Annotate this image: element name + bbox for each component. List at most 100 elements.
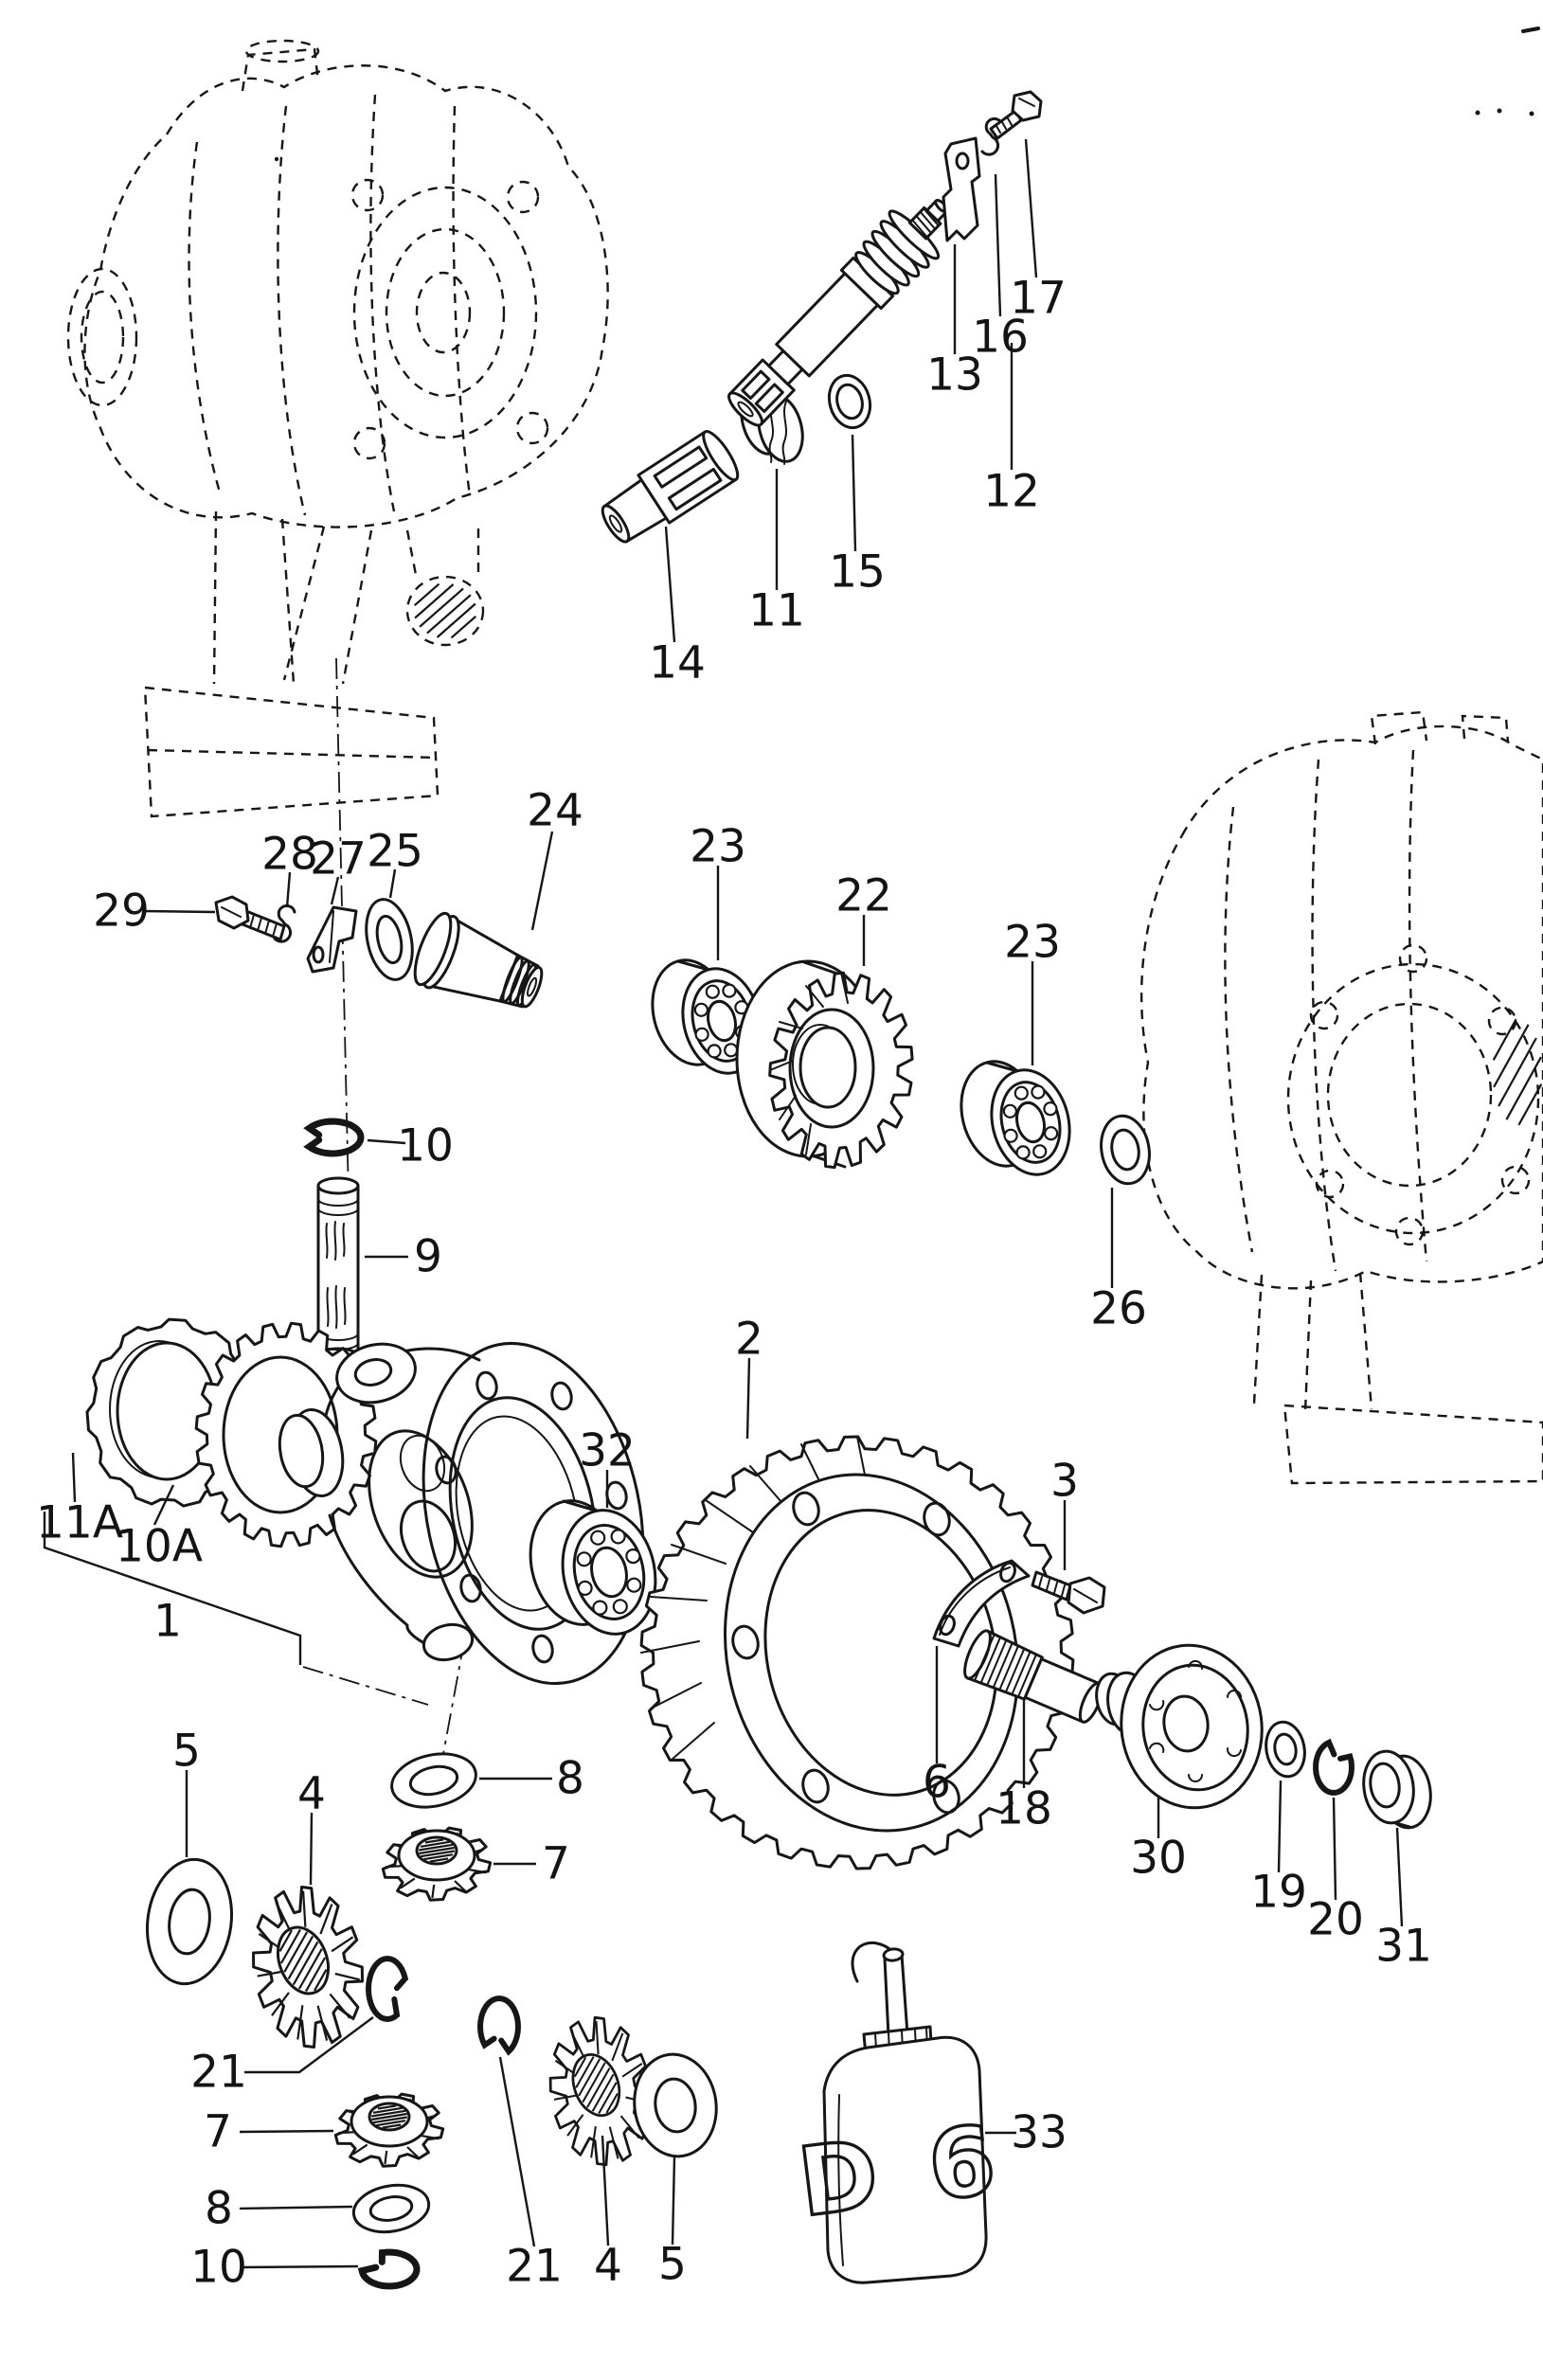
callout-10: 10 [367,1120,454,1172]
callout-3: 3 [1050,1456,1079,1570]
ball [625,1548,641,1565]
part-10-circlip-bottom [357,2248,421,2290]
flute-line [316,2005,329,2041]
callout-label: 25 [367,826,423,878]
hatch-line [419,1846,455,1855]
flute-line [319,1904,333,1935]
callout-15: 15 [829,434,886,599]
callout-label: 24 [527,785,583,837]
flute-line [454,1880,467,1893]
hatch-line [424,1838,444,1844]
ball [626,1577,642,1593]
callout-label: 32 [579,1425,636,1477]
ball [576,1551,592,1567]
callout-label: 29 [93,886,150,938]
part-14-drive-pinion [601,429,740,544]
callout-20: 20 [1307,1797,1364,1946]
callout-leader [43,1512,302,1665]
part-16-spring-clip [980,116,1004,156]
callout-leader [153,1484,175,1526]
callout-label: 20 [1307,1894,1364,1946]
ball [724,1043,739,1058]
callout-27: 27 [310,833,367,905]
flute-line [257,1970,282,1977]
callout-5: 5 [658,2156,687,2291]
callout-leader [498,2056,536,2247]
callout-17: 17 [1010,138,1067,325]
callout-leader [671,2156,676,2246]
part-22-gear [735,959,914,1170]
callout-label: 18 [996,1783,1052,1835]
ball [707,1044,722,1059]
part-29-bolt [214,895,286,941]
callout-leader [309,1812,314,1886]
callout-leader [994,173,1002,317]
part-8-washer-lower [351,2183,431,2234]
hatch-line [420,1840,450,1848]
callout-label: 11A [36,1497,123,1549]
callout-23: 23 [1004,917,1061,1065]
transmission-housing-left [66,39,609,818]
callout-label: 19 [1250,1867,1307,1919]
callout-23: 23 [690,821,746,960]
callout-leader [1277,1780,1283,1873]
callout-label: 14 [649,637,706,689]
callout-leader [71,1452,77,1503]
callout-label: 10A [116,1521,203,1573]
part-21-circlip-b [476,1995,522,2056]
hatch-line [1517,1083,1543,1126]
ball [577,1580,593,1597]
callout-31: 31 [1375,1827,1432,1973]
hatch-line [419,587,464,628]
part-8-washer-upper [390,1752,477,1809]
callout-label: 8 [205,2183,233,2235]
hatch-line [287,1935,314,1980]
callout-leader [1024,138,1038,278]
callout-14: 14 [649,526,706,689]
callout-label: 28 [261,829,318,881]
callout-label: 11 [748,585,805,637]
ball [694,1027,709,1042]
callout-label: 3 [1050,1456,1079,1508]
callout-label: 33 [1011,2107,1068,2159]
callout-8: 8 [205,2183,353,2235]
part-3-bolt [1031,1570,1106,1615]
callout-24: 24 [527,785,583,931]
hatch-line [423,1853,454,1861]
callout-label: 26 [1090,1283,1147,1335]
ball [610,1529,626,1545]
callout-label: 10 [190,2242,247,2294]
callout-leader [601,2135,610,2246]
callout-label: 4 [297,1768,326,1820]
callout-leader [745,1357,751,1440]
part-20-circlip [1313,1738,1355,1796]
callout-8: 8 [479,1753,584,1805]
callout-leader [285,871,292,908]
callout-leader [143,909,216,914]
housing-hatch [413,582,477,639]
oil-bottle-label: D 6 [793,2103,1011,2239]
hatch-line [436,602,476,638]
callout-label: 23 [1004,917,1061,969]
callout-28: 28 [261,829,318,908]
hatch-line [1505,1056,1542,1120]
callout-label: 5 [172,1726,201,1778]
part-32-tapered-bearing [529,1499,657,1636]
hatch-line [278,1929,293,1952]
part-19-washer [1265,1720,1306,1779]
part-17-bolt [989,90,1043,140]
flute-line [296,2005,304,2040]
callout-leader [244,2016,374,2074]
flute-line [275,1901,293,1934]
part-5-thrust-washer-right [633,2052,718,2158]
callout-label: 4 [594,2240,622,2292]
callout-label: 8 [556,1753,584,1805]
hatch-line [292,1941,319,1986]
part-25-seal-ring [365,898,414,981]
part-23-ball-bearing-right [949,1051,1082,1185]
callout-label: 30 [1130,1833,1187,1885]
callout-leader [664,526,676,643]
ball [590,1530,606,1546]
flute-line [331,1936,354,1953]
gear-flutes [257,1890,360,2041]
